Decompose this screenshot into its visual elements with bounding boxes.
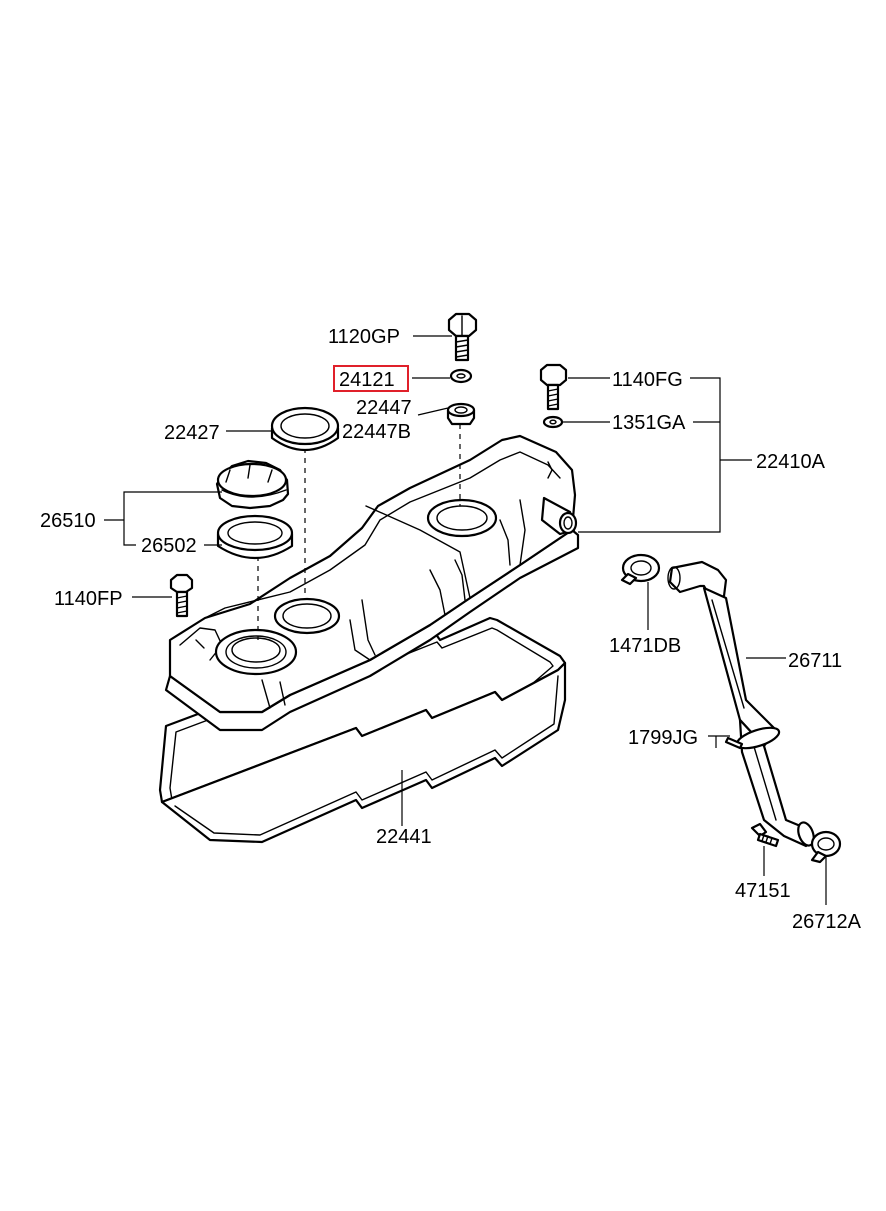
label-1799jg[interactable]: 1799JG <box>628 727 698 749</box>
label-1351ga[interactable]: 1351GA <box>612 412 686 434</box>
label-1471db[interactable]: 1471DB <box>609 635 681 657</box>
bolt-1120gp[interactable] <box>447 312 478 362</box>
label-22447[interactable]: 22447 <box>356 397 412 419</box>
label-1120gp[interactable]: 1120GP <box>328 326 400 348</box>
label-24121[interactable]: 24121 <box>339 369 395 391</box>
rocker-cover-gasket[interactable] <box>158 616 567 844</box>
cap-gasket-26502[interactable] <box>216 514 294 560</box>
bolt-1140fp[interactable] <box>169 573 194 618</box>
label-47151[interactable]: 47151 <box>735 880 791 902</box>
label-26711[interactable]: 26711 <box>788 650 842 672</box>
washer-24121[interactable] <box>449 368 473 384</box>
oil-filler-cap[interactable] <box>215 459 290 510</box>
screw-47151[interactable] <box>750 822 780 848</box>
washer-1351ga[interactable] <box>542 415 564 429</box>
hose-clamp-26712a[interactable] <box>810 830 842 864</box>
bolt-1140fg[interactable] <box>539 363 568 411</box>
grommet-22447[interactable] <box>446 402 476 426</box>
rocker-cover[interactable] <box>164 434 580 732</box>
label-26502[interactable]: 26502 <box>141 535 197 557</box>
seal-22427[interactable] <box>270 406 340 451</box>
label-26712a[interactable]: 26712A <box>792 911 862 933</box>
hose-clamp-1471db[interactable] <box>620 553 661 586</box>
highlight-box-24121 <box>333 365 409 392</box>
label-26510[interactable]: 26510 <box>40 510 96 532</box>
leader-lines <box>104 335 827 905</box>
label-1140fp[interactable]: 1140FP <box>54 588 123 610</box>
label-22427[interactable]: 22427 <box>164 422 220 444</box>
label-22447b[interactable]: 22447B <box>342 421 411 443</box>
breather-hose[interactable] <box>667 560 817 848</box>
label-1140fg[interactable]: 1140FG <box>612 369 683 391</box>
label-22410a[interactable]: 22410A <box>756 451 826 473</box>
label-22441[interactable]: 22441 <box>376 826 432 848</box>
